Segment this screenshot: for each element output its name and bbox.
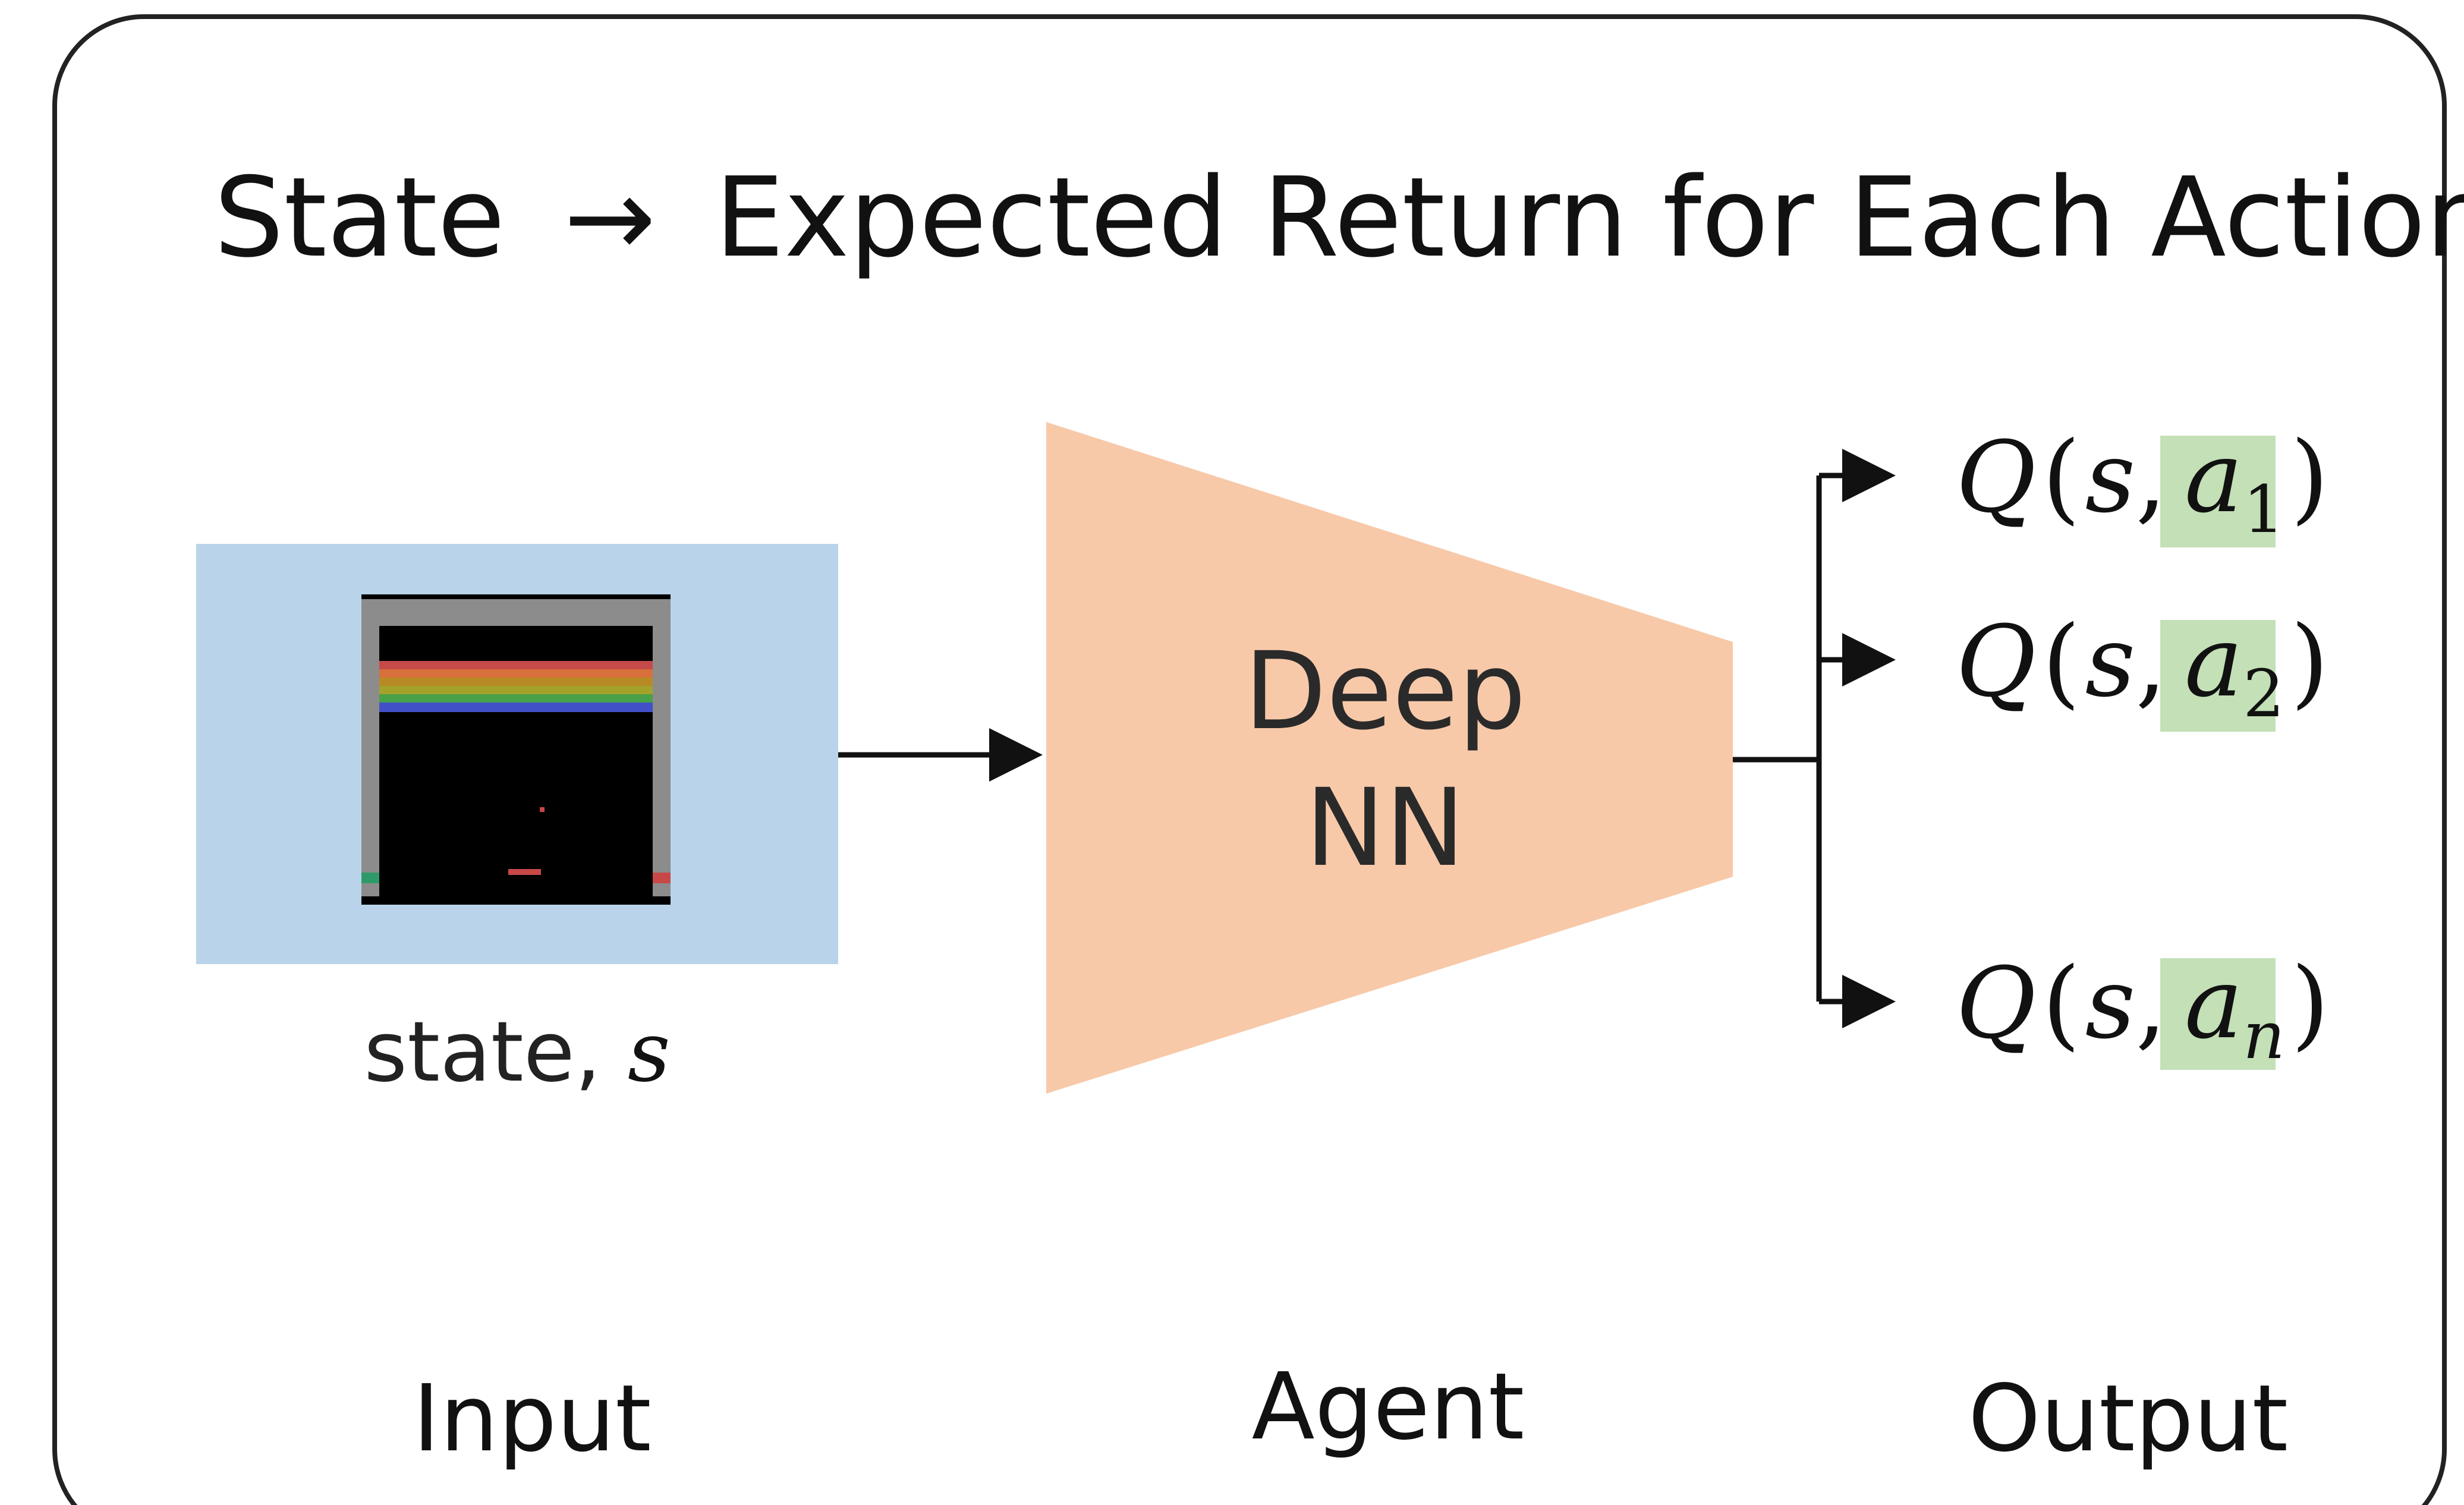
action-highlight-2 — [2160, 620, 2276, 732]
q-value-2: Q(s,a2) — [1956, 604, 2329, 732]
q-value-1: Q(s,a1) — [1956, 420, 2329, 547]
deep-nn-line2: NN — [1305, 766, 1465, 890]
q-value-n: Q(s,an) — [1956, 946, 2329, 1073]
state-label: state, s — [364, 1004, 671, 1101]
action-highlight-1 — [2160, 436, 2276, 547]
title-rest: Expected Return for Each Action — [715, 153, 2464, 282]
agent-column-label: Agent — [1252, 1353, 1525, 1460]
title-state: State — [214, 153, 505, 282]
deep-nn-line1: Deep — [1244, 629, 1526, 754]
output-column-label: Output — [1968, 1365, 2288, 1472]
diagram-title: State → Expected Return for Each Action — [214, 153, 2464, 282]
deep-nn-shape — [1046, 422, 1733, 1094]
state-label-text: state, — [364, 1004, 628, 1101]
title-arrow: → — [564, 153, 656, 282]
output-branch — [1733, 449, 1896, 1028]
breakout-game-frame — [361, 594, 671, 905]
state-variable: s — [628, 1004, 671, 1101]
input-column-label: Input — [413, 1365, 651, 1472]
action-highlight-n — [2160, 958, 2276, 1070]
